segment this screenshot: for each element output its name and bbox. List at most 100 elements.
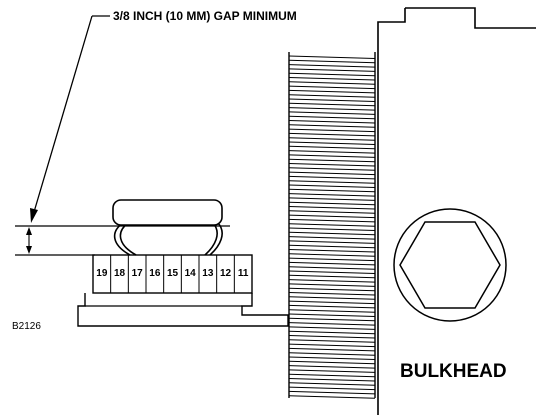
thread-line [288, 240, 376, 244]
thread-line [288, 167, 376, 171]
terminal-number-17: 17 [132, 268, 144, 279]
thread-line [288, 150, 376, 154]
terminal-number-15: 15 [167, 268, 179, 279]
terminal-number-18: 18 [114, 268, 126, 279]
thread-line [288, 89, 376, 94]
thread-line [288, 59, 376, 64]
thread-line [288, 188, 376, 193]
thread-line [288, 184, 376, 188]
thread-line [288, 210, 376, 214]
thread-line [288, 335, 376, 339]
thread-line [288, 347, 376, 352]
thread-line [288, 360, 376, 365]
thread-line [288, 180, 376, 184]
terminal-number-11: 11 [238, 268, 249, 279]
thread-line [288, 193, 376, 197]
thread-line [288, 124, 376, 128]
thread-line [288, 261, 376, 266]
arrow-up-icon [26, 227, 32, 235]
thread-line [288, 111, 376, 115]
thread-line [288, 141, 376, 145]
figure-code: B2126 [12, 321, 41, 332]
thread-line [288, 154, 376, 158]
mounting-plate [77, 293, 289, 327]
thread-line [288, 85, 376, 90]
thread-line [288, 236, 376, 240]
thread-line [288, 317, 376, 322]
thread-line [288, 163, 376, 167]
threaded-fitting [288, 52, 376, 399]
thread-line [288, 313, 376, 317]
thread-line [288, 249, 376, 253]
thread-line [288, 270, 376, 274]
jumper [112, 199, 223, 256]
thread-line [288, 81, 376, 85]
thread-line [288, 244, 376, 249]
thread-line [288, 283, 376, 287]
thread-line [288, 378, 376, 382]
thread-line [288, 279, 376, 283]
leader-arrow-icon [30, 208, 38, 223]
thread-line [288, 137, 376, 141]
thread-line [288, 274, 376, 279]
thread-line [288, 201, 376, 206]
thread-line [288, 158, 376, 163]
thread-line [288, 253, 376, 257]
thread-line [288, 352, 376, 356]
thread-line [288, 227, 376, 231]
thread-line [288, 365, 376, 369]
thread-line [288, 257, 376, 262]
thread-line [288, 55, 376, 59]
thread-line [288, 72, 376, 77]
thread-line [288, 231, 376, 236]
thread-line [288, 296, 376, 300]
thread-line [288, 102, 376, 107]
gap-callout-label: 3/8 INCH (10 MM) GAP MINIMUM [113, 9, 297, 23]
thread-line [288, 266, 376, 270]
thread-line [288, 330, 376, 335]
thread-lines [288, 55, 376, 399]
terminal-number-16: 16 [149, 268, 161, 279]
thread-line [288, 98, 376, 102]
thread-line [288, 175, 376, 180]
gap-dimension [15, 225, 230, 256]
thread-line [288, 214, 376, 219]
callout-leader [30, 15, 110, 223]
hex-nut [393, 208, 507, 322]
thread-line [288, 309, 376, 313]
thread-line [288, 107, 376, 111]
thread-line [288, 145, 376, 150]
bulkhead-housing [377, 7, 536, 415]
thread-line [288, 218, 376, 223]
thread-line [288, 343, 376, 348]
terminal-number-13: 13 [202, 268, 214, 279]
thread-line [288, 386, 376, 391]
arrow-down-icon [26, 246, 32, 254]
thread-line [288, 390, 376, 395]
thread-line [288, 339, 376, 343]
thread-line [288, 382, 376, 386]
thread-line [288, 304, 376, 309]
thread-line [288, 115, 376, 120]
thread-line [288, 322, 376, 326]
thread-line [288, 373, 376, 378]
thread-line [288, 197, 376, 201]
terminal-number-14: 14 [185, 268, 197, 279]
thread-line [288, 128, 376, 133]
jumper-body [112, 199, 223, 226]
terminal-cells: 19 18 17 16 15 14 13 12 11 [96, 255, 249, 293]
thread-line [288, 94, 376, 98]
thread-line [288, 206, 376, 210]
thread-line [288, 64, 376, 68]
thread-line [288, 171, 376, 176]
thread-line [288, 300, 376, 305]
thread-line [288, 369, 376, 373]
thread-line [288, 68, 376, 72]
thread-line [288, 287, 376, 292]
thread-line [288, 356, 376, 360]
terminal-number-12: 12 [220, 268, 232, 279]
bulkhead-label: BULKHEAD [400, 361, 507, 382]
terminal-number-19: 19 [96, 268, 108, 279]
thread-line [288, 326, 376, 330]
